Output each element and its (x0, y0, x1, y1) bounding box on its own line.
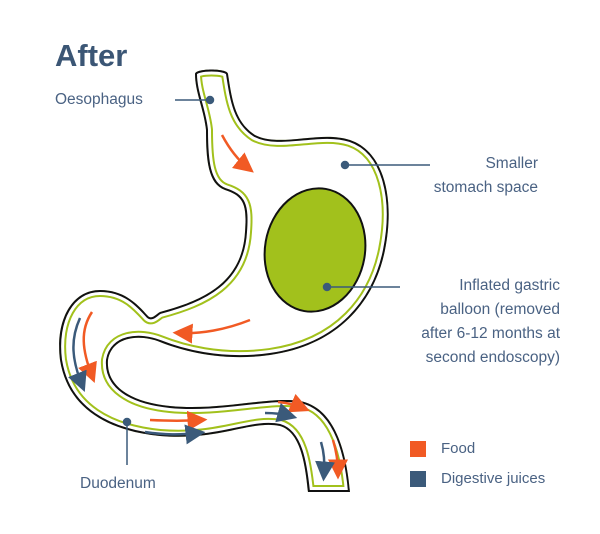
legend-label-food: Food (441, 440, 476, 457)
leader-lines (122, 95, 430, 465)
legend-swatch-food (410, 441, 426, 457)
legend-swatch-juices (410, 471, 426, 487)
label-line: Smaller (485, 155, 538, 172)
legend-label-juices: Digestive juices (441, 470, 546, 487)
label-line: after 6-12 months at (421, 325, 560, 342)
label-line: second endoscopy) (425, 349, 560, 366)
label-line: Inflated gastric (459, 277, 560, 294)
label-line: stomach space (433, 179, 538, 196)
label-line: balloon (removed (440, 301, 560, 318)
label-oesophagus: Oesophagus (55, 91, 143, 108)
label-stomach: Smaller stomach space (434, 152, 538, 200)
label-duodenum: Duodenum (80, 475, 156, 492)
gastric-balloon (263, 187, 367, 313)
label-balloon: Inflated gastric balloon (removed after … (421, 274, 560, 370)
juice-arrows (68, 317, 336, 482)
page-title: After (55, 38, 128, 73)
food-arrows (78, 134, 348, 480)
